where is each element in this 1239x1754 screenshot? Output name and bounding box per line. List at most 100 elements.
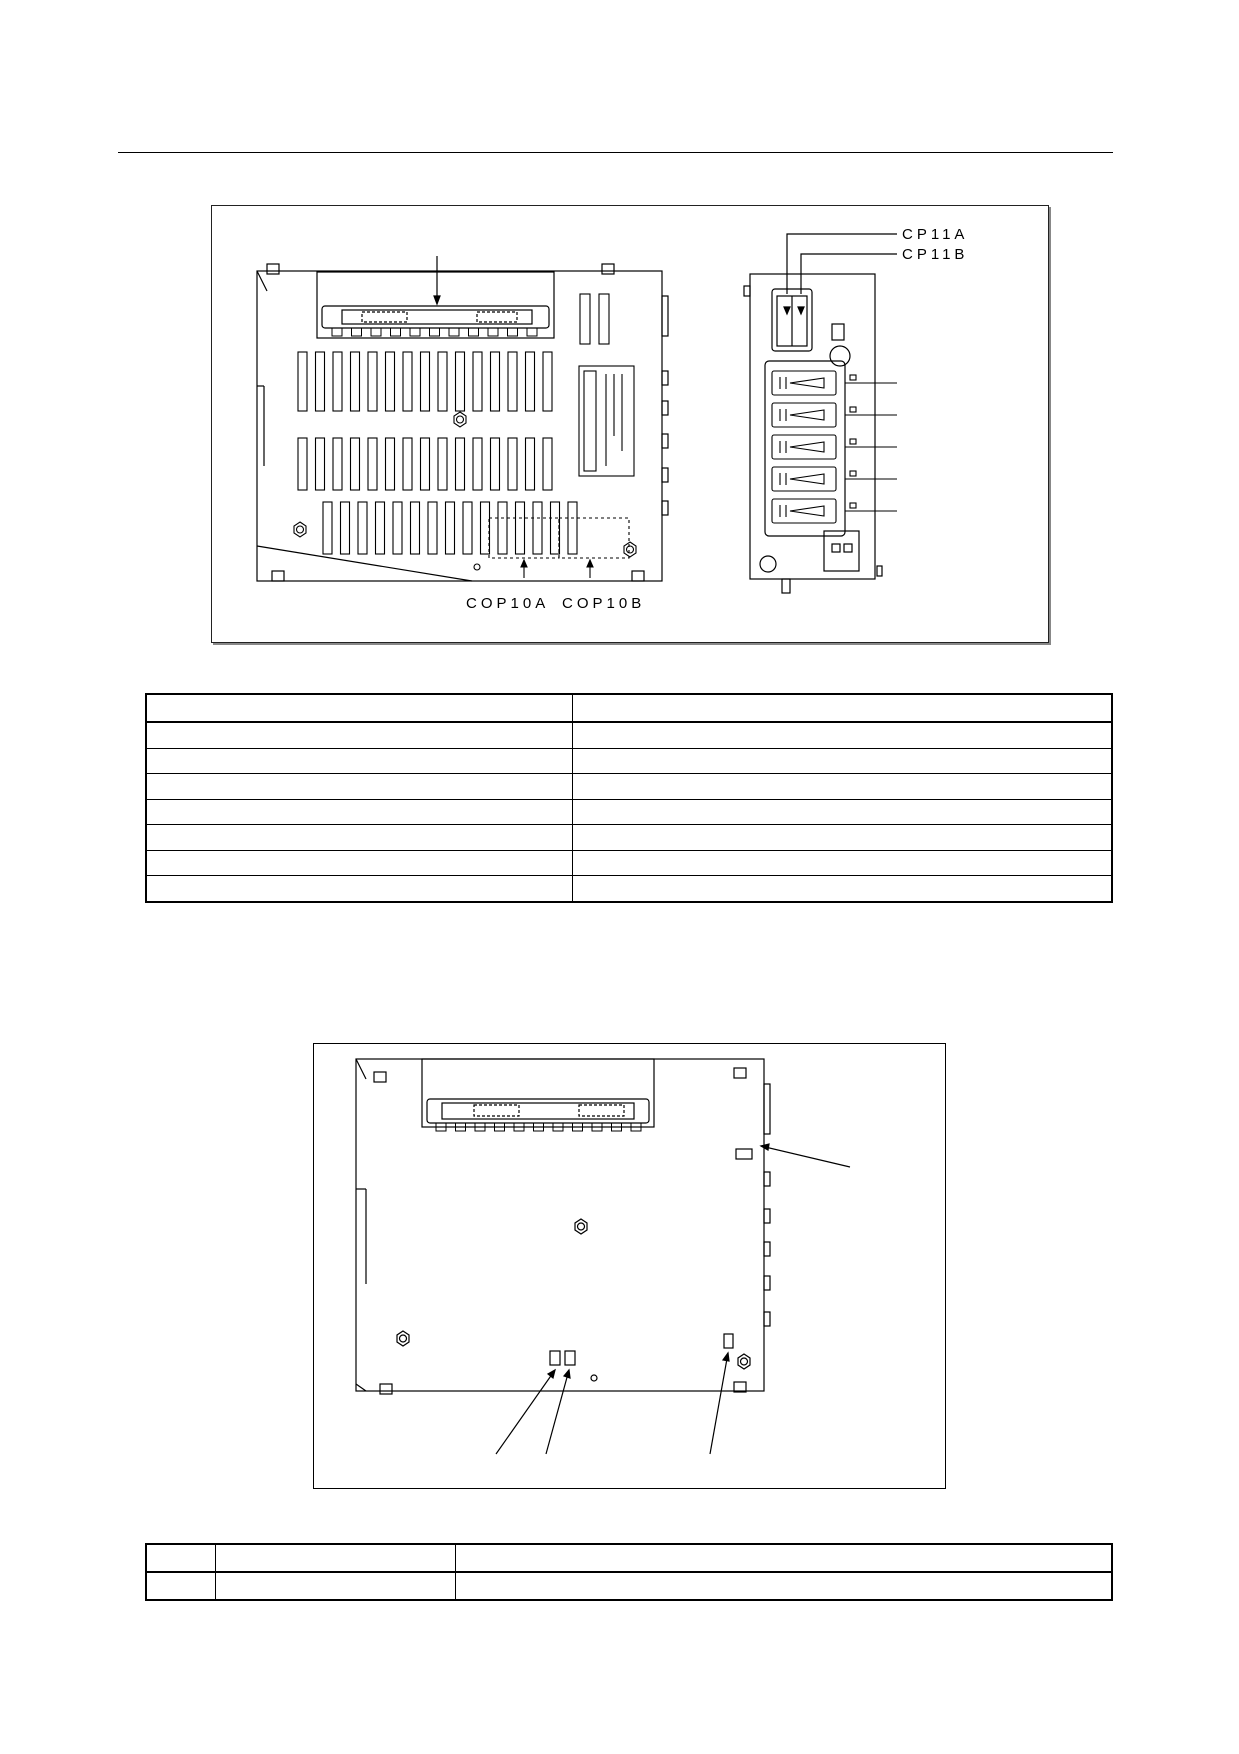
vent-slot	[374, 501, 386, 555]
connector-table-row	[145, 721, 1113, 749]
vent-slot	[349, 351, 361, 412]
connector-table-cell	[571, 721, 1113, 749]
vent-slot	[542, 351, 553, 412]
connector-tag	[849, 406, 857, 413]
vent-slot	[384, 351, 396, 412]
front-view-body	[256, 270, 663, 582]
connector-table-cell	[145, 747, 573, 774]
vent-slot	[437, 437, 448, 491]
connector-table-cell	[145, 824, 573, 851]
vent-slot	[384, 437, 396, 491]
connector-key	[779, 505, 825, 517]
connector-table-cell	[571, 773, 1113, 800]
unit-drawing: COP10A COP10B CP11A CP11B	[256, 226, 968, 612]
vent-slot	[462, 501, 473, 555]
connector-pin	[409, 327, 421, 337]
vent-slot	[497, 501, 508, 555]
side-connector	[771, 466, 837, 492]
vent-slot	[489, 351, 501, 412]
vent-slot	[332, 351, 343, 412]
vent-slot	[454, 437, 466, 491]
connector-table-cell	[571, 747, 1113, 774]
connector-pin	[351, 327, 362, 337]
component-table	[145, 1543, 1113, 1601]
connector-key	[779, 409, 825, 421]
vent-slot	[489, 437, 501, 491]
vent-slot	[444, 501, 456, 555]
vent-slot	[367, 437, 378, 491]
vent-slot	[427, 501, 438, 555]
connector-pin	[552, 1122, 564, 1132]
connector-pin	[494, 1122, 505, 1132]
top-connector	[316, 271, 555, 339]
vent-slot	[532, 501, 543, 555]
connector-pin	[513, 1122, 525, 1132]
label-cp11b: CP11B	[902, 246, 968, 263]
vent-slot	[479, 501, 491, 555]
vent-slot	[567, 501, 578, 555]
label-cop10b: COP10B	[562, 595, 645, 612]
header-rule	[118, 152, 1113, 153]
connector-table-cell	[145, 721, 573, 749]
connector-pin	[468, 327, 479, 337]
connector-pin	[507, 327, 518, 337]
connector-table-cell	[145, 849, 573, 876]
connector-table-row	[145, 875, 1113, 902]
unit-rear-figure	[313, 1043, 946, 1489]
vent-slot	[367, 351, 378, 412]
connector-pin	[370, 327, 382, 337]
connector-table-cell	[571, 875, 1113, 902]
connector-pin	[448, 327, 460, 337]
connector-pin	[572, 1122, 583, 1132]
connector-table-cell	[145, 798, 573, 825]
vent-slot	[524, 437, 536, 491]
vent-slot	[454, 351, 466, 412]
vent-slot	[314, 351, 326, 412]
connector-table-row	[145, 693, 1113, 723]
connector-table-cell	[145, 773, 573, 800]
vent-slot	[297, 351, 308, 412]
connector-table-cell	[145, 693, 573, 723]
connector-tag	[849, 470, 857, 477]
connector-table-cell	[571, 798, 1113, 825]
connector-tag	[849, 502, 857, 509]
label-cop10a: COP10A	[466, 595, 549, 612]
side-view-body	[749, 273, 876, 580]
component-table-cell	[214, 1571, 457, 1601]
connector-pin	[591, 1122, 603, 1132]
component-table-cell	[145, 1543, 216, 1573]
vent-slot	[514, 501, 526, 555]
connector-pin	[630, 1122, 642, 1132]
vent-slot	[402, 351, 413, 412]
connector-table-cell	[571, 824, 1113, 851]
vent-slot	[437, 351, 448, 412]
component-table-cell	[145, 1571, 216, 1601]
vent-slot	[549, 501, 561, 555]
connector-table-row	[145, 824, 1113, 851]
connector-pin	[331, 327, 343, 337]
component-table-row	[145, 1543, 1113, 1573]
connector-table	[145, 693, 1113, 903]
connector-pin	[611, 1122, 622, 1132]
component-table-cell	[214, 1543, 457, 1573]
vent-slot	[507, 351, 518, 412]
vent-slot	[472, 351, 483, 412]
connector-tag	[849, 374, 857, 381]
connector-pin	[487, 327, 499, 337]
connector-table-row	[145, 747, 1113, 774]
connector-key	[779, 473, 825, 485]
vent-slot	[542, 437, 553, 491]
vent-slot	[392, 501, 403, 555]
connector-table-row	[145, 849, 1113, 876]
vent-slot	[322, 501, 333, 555]
side-connector	[771, 434, 837, 460]
connector-table-cell	[571, 693, 1113, 723]
vent-slot	[524, 351, 536, 412]
connector-table-row	[145, 798, 1113, 825]
vent-slot	[419, 437, 431, 491]
vent-slot	[297, 437, 308, 491]
connector-pin	[533, 1122, 544, 1132]
vent-slot	[349, 437, 361, 491]
connector-table-cell	[145, 875, 573, 902]
connector-pin	[526, 327, 538, 337]
